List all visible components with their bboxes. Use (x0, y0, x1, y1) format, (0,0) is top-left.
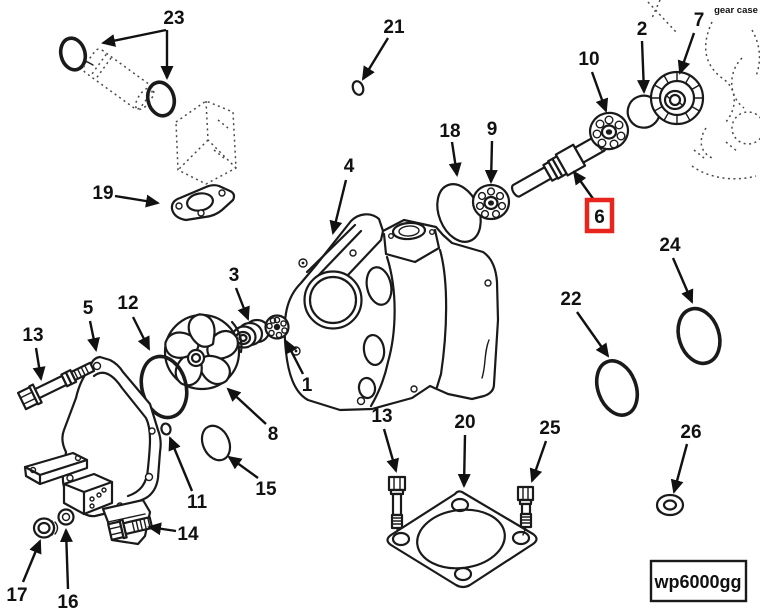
callout-16[interactable]: 16 (57, 592, 78, 613)
callout-21[interactable]: 21 (383, 17, 405, 38)
o-ring-23b (145, 80, 177, 118)
callout-15[interactable]: 15 (255, 479, 277, 500)
gear-7 (649, 70, 705, 126)
callout-3[interactable]: 3 (229, 265, 240, 286)
o-ring-22 (594, 359, 640, 417)
bearing-10 (588, 111, 630, 151)
callout-8[interactable]: 8 (268, 424, 279, 445)
callout-23[interactable]: 23 (163, 8, 184, 29)
callout-11[interactable]: 11 (187, 492, 208, 513)
o-ring-23a (58, 36, 94, 72)
bearing-9 (471, 183, 511, 221)
drawing-code: wp6000gg (653, 572, 741, 592)
plug-17 (32, 517, 59, 539)
drawing-code-box: wp6000gg (649, 559, 748, 603)
callout-2[interactable]: 2 (637, 19, 648, 40)
callout-7[interactable]: 7 (694, 10, 705, 31)
callout-6: 6 (594, 207, 605, 228)
bolt-13-bottom (387, 475, 407, 537)
callout-19[interactable]: 19 (92, 183, 113, 204)
callout-13-bottom[interactable]: 13 (371, 406, 392, 427)
callout-22[interactable]: 22 (560, 289, 581, 310)
hole-11 (160, 422, 172, 436)
impeller-8 (159, 310, 243, 392)
callout-20[interactable]: 20 (454, 412, 475, 433)
callout-25[interactable]: 25 (539, 418, 561, 439)
bearing-1 (264, 314, 290, 340)
callout-13-left[interactable]: 13 (22, 325, 43, 346)
cover-housing-5 (23, 355, 162, 546)
callout-14[interactable]: 14 (177, 524, 199, 545)
o-ring-21 (351, 80, 365, 96)
bolt-14 (107, 516, 154, 541)
bypass-tube-dotted (82, 48, 155, 111)
o-ring-15 (200, 424, 232, 462)
callout-1[interactable]: 1 (302, 375, 313, 396)
leader-arrows (21, 28, 696, 590)
gear-case-outline-dashed (647, 0, 760, 180)
pump-housing-4 (283, 213, 500, 412)
callout-4[interactable]: 4 (344, 156, 355, 177)
bolt-13-left (16, 361, 96, 411)
callout-26[interactable]: 26 (680, 422, 701, 443)
o-ring-12 (139, 354, 189, 420)
callout-10[interactable]: 10 (578, 49, 599, 70)
gasket-19 (170, 184, 236, 222)
callout-18[interactable]: 18 (439, 121, 460, 142)
callout-12[interactable]: 12 (117, 293, 138, 314)
bolt-25 (516, 485, 535, 536)
gear-case-note: gear case (714, 5, 758, 16)
o-ring-24 (676, 306, 722, 366)
fitting-dashed (175, 100, 237, 185)
gasket-20 (386, 490, 538, 589)
washer-26 (655, 493, 685, 517)
washer-16 (57, 508, 75, 526)
callout-9[interactable]: 9 (487, 119, 498, 140)
callout-5[interactable]: 5 (83, 298, 94, 319)
callout-24[interactable]: 24 (659, 235, 681, 256)
highlighted-callout-6[interactable]: 6 (584, 197, 615, 234)
callout-17[interactable]: 17 (6, 585, 27, 606)
